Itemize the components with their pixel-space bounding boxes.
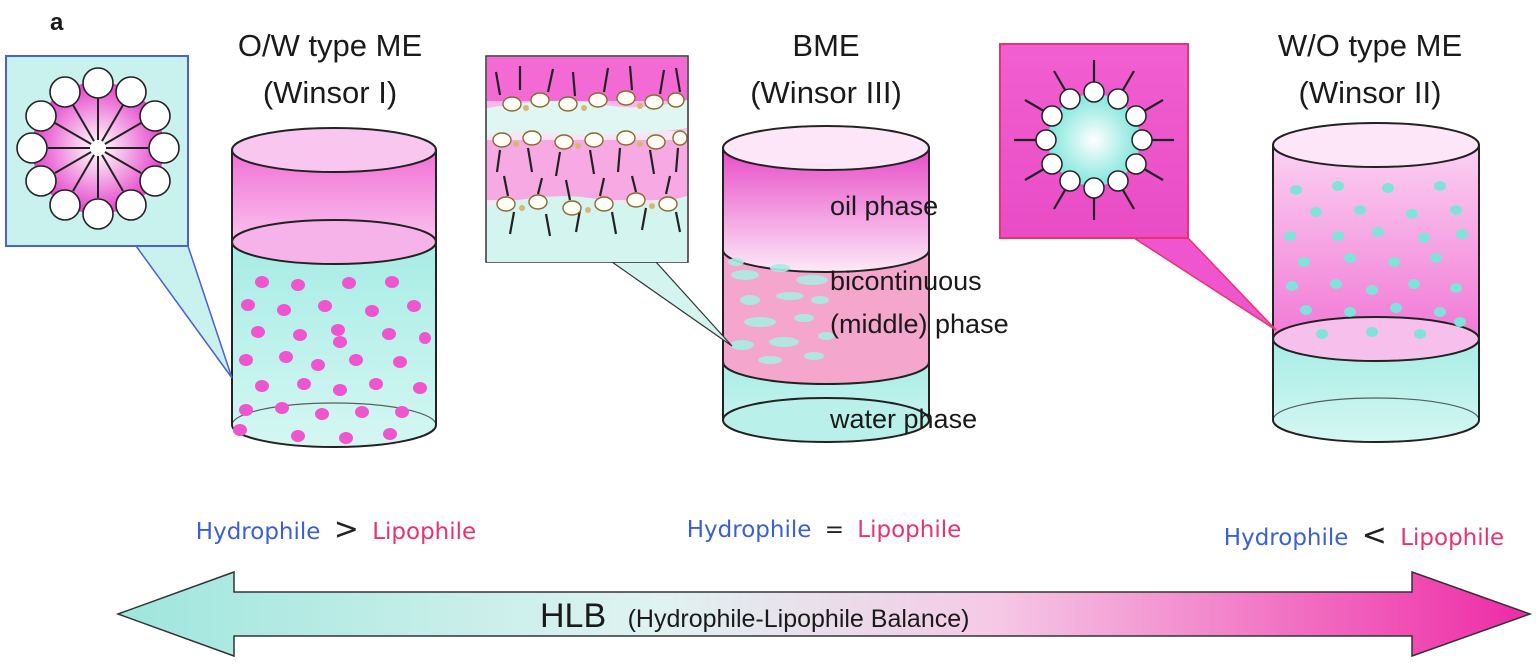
ow-oil-droplets	[233, 276, 431, 444]
wo-balance-lipophile: Lipophile	[1400, 525, 1504, 551]
bme-middle-layer	[723, 250, 929, 384]
bme-cylinder	[722, 125, 930, 443]
bme-bicontinuous-texture	[728, 258, 834, 364]
bme-inset-water-band-2	[487, 196, 687, 262]
ow-inset-callout	[5, 55, 233, 379]
wo-subtitle: (Winsor II)	[1299, 75, 1442, 110]
hlb-double-arrow	[115, 570, 1533, 658]
hlb-arrow-label: HLB (Hydrophile-Lipophile Balance)	[540, 597, 969, 635]
bme-middle-phase-label-1: bicontinuous	[830, 266, 982, 296]
wo-water-layer	[1273, 339, 1479, 442]
ow-cylinder	[231, 127, 437, 448]
bme-inset-tails	[494, 65, 682, 237]
bme-inset-heads	[492, 90, 688, 216]
wo-balance-label: Hydrophile < Lipophile	[1224, 518, 1504, 553]
bme-title: BME	[792, 28, 859, 63]
ow-title: O/W type ME	[238, 28, 422, 63]
bme-balance-lipophile: Lipophile	[857, 517, 961, 543]
hlb-full: (Hydrophile-Lipophile Balance)	[628, 605, 970, 633]
bme-balance-hydrophile: Hydrophile	[687, 517, 812, 543]
wo-top-rim	[1272, 122, 1480, 168]
bme-balance-sign: =	[825, 517, 844, 543]
wo-balance-hydrophile: Hydrophile	[1224, 525, 1349, 551]
ow-balance-sign: >	[334, 512, 359, 547]
ow-top-rim	[231, 127, 437, 173]
wo-surfactant-heads	[1035, 81, 1153, 199]
ow-surfactant-tails	[48, 98, 148, 198]
bme-inset-callout	[485, 55, 733, 347]
wo-oil-layer	[1273, 145, 1479, 361]
panel-letter: a	[50, 9, 64, 36]
bme-inset-water-band-1	[487, 100, 687, 136]
ow-subtitle: (Winsor I)	[263, 75, 397, 110]
wo-balance-sign: <	[1362, 518, 1387, 553]
ow-balance-hydrophile: Hydrophile	[196, 519, 321, 545]
wo-title: W/O type ME	[1278, 28, 1462, 63]
bme-oil-phase-label: oil phase	[830, 191, 938, 221]
bme-water-phase-label: water phase	[829, 404, 977, 434]
wo-water-droplets	[1284, 181, 1468, 339]
bme-top-rim	[722, 125, 930, 171]
ow-balance-label: Hydrophile > Lipophile	[196, 512, 476, 547]
ow-surfactant-heads	[16, 67, 180, 230]
bme-subtitle: (Winsor III)	[750, 75, 902, 110]
bme-oil-layer	[723, 148, 929, 272]
ow-interface	[231, 219, 437, 265]
ow-balance-lipophile: Lipophile	[372, 519, 476, 545]
hlb-abbr: HLB	[540, 597, 606, 635]
wo-micelle-core	[1048, 94, 1140, 186]
wo-cylinder	[1272, 122, 1480, 443]
wo-inset-callout	[999, 43, 1277, 331]
wo-interface	[1272, 316, 1480, 362]
bme-balance-label: Hydrophile = Lipophile	[687, 517, 962, 543]
bme-inset-head-dots	[513, 103, 655, 213]
bme-middle-phase-label-2: (middle) phase	[830, 309, 1009, 339]
